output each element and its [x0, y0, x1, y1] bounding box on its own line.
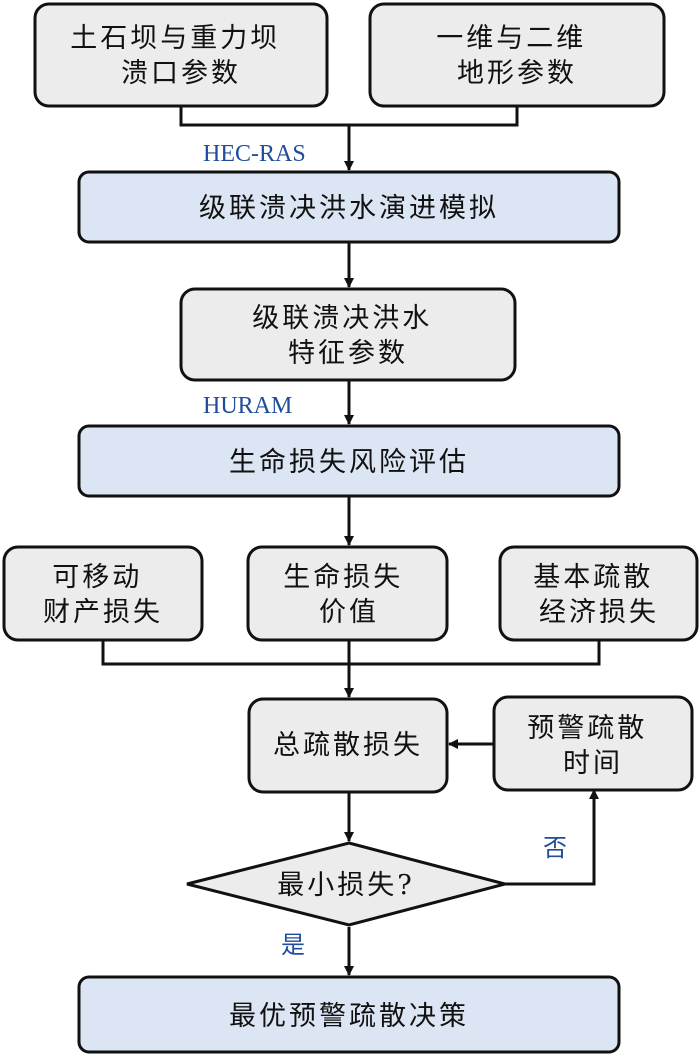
life-loss-value-line-1: 生命损失 [283, 562, 403, 593]
svg-text:总疏散损失: 总疏散损失 [273, 730, 423, 761]
arrow-no-to-warning-time [505, 789, 599, 886]
node-optimal-decision: 最优预警疏散决策 [77, 975, 621, 1054]
life-loss-risk-label: 生命损失风险评估 [229, 447, 469, 478]
warning-time-line-2: 时间 [563, 748, 623, 779]
node-basic-evacuation-cost: 基本疏散 经济损失 [498, 545, 699, 642]
edge-label-no: 否 [543, 836, 567, 862]
node-total-evacuation-loss: 总疏散损失 [247, 697, 449, 794]
svg-text:级联溃决洪水演进模拟: 级联溃决洪水演进模拟 [199, 193, 499, 224]
svg-text:土石坝与重力坝 溃口参数: 土石坝与重力坝 溃口参数 [70, 23, 292, 89]
terrain-params-line-2: 地形参数 [457, 58, 577, 89]
svg-text:生命损失 价值: 生命损失 价值 [283, 562, 415, 628]
svg-text:生命损失风险评估: 生命损失风险评估 [229, 447, 469, 478]
warning-time-line-1: 预警疏散 [527, 713, 647, 744]
node-min-loss-decision: 最小损失? [186, 841, 511, 927]
node-dam-breach-params: 土石坝与重力坝 溃口参数 [33, 2, 329, 108]
svg-text:基本疏散 经济损失: 基本疏散 经济损失 [533, 562, 665, 628]
svg-text:最小损失?: 最小损失? [277, 870, 414, 901]
total-evacuation-loss-label: 总疏散损失 [273, 730, 423, 761]
terrain-params-line-1: 一维与二维 [436, 23, 586, 54]
min-loss-decision-label: 最小损失? [277, 870, 414, 901]
movable-property-loss-line-2: 财产损失 [43, 597, 163, 628]
basic-evacuation-cost-line-1: 基本疏散 [533, 562, 653, 593]
flood-characteristics-line-1: 级联溃决洪水 [252, 303, 432, 334]
movable-property-loss-line-1: 可移动 [52, 562, 142, 593]
optimal-decision-label: 最优预警疏散决策 [229, 1001, 469, 1032]
edge-label-hec-ras: HEC-RAS [203, 141, 306, 167]
svg-text:一维与二维 地形参数: 一维与二维 地形参数 [436, 23, 598, 89]
connector-movable-to-merge [101, 640, 349, 666]
node-terrain-params: 一维与二维 地形参数 [368, 2, 666, 108]
svg-text:预警疏散 时间: 预警疏散 时间 [527, 713, 659, 779]
connector-dam-to-merge [179, 106, 349, 127]
svg-text:最优预警疏散决策: 最优预警疏散决策 [229, 1001, 469, 1032]
dam-breach-params-line-2: 溃口参数 [121, 58, 241, 89]
edge-label-huram: HURAM [203, 393, 292, 419]
node-flood-characteristics: 级联溃决洪水 特征参数 [179, 287, 517, 382]
node-life-loss-risk: 生命损失风险评估 [77, 424, 621, 498]
node-life-loss-value: 生命损失 价值 [246, 545, 449, 642]
svg-text:可移动 财产损失: 可移动 财产损失 [43, 562, 163, 628]
node-flood-routing: 级联溃决洪水演进模拟 [77, 170, 621, 244]
flood-routing-label: 级联溃决洪水演进模拟 [199, 193, 499, 224]
life-loss-value-line-2: 价值 [319, 597, 379, 628]
connector-terrain-to-merge [349, 106, 519, 127]
node-movable-property-loss: 可移动 财产损失 [2, 545, 204, 642]
edge-label-yes: 是 [281, 933, 305, 959]
connectors [101, 106, 601, 976]
connector-basic-to-merge [349, 640, 601, 666]
node-warning-time: 预警疏散 时间 [492, 695, 694, 792]
flood-characteristics-line-2: 特征参数 [288, 338, 408, 369]
svg-text:级联溃决洪水 特征参数: 级联溃决洪水 特征参数 [252, 303, 444, 369]
basic-evacuation-cost-line-2: 经济损失 [539, 597, 659, 628]
dam-breach-params-line-1: 土石坝与重力坝 [70, 23, 280, 54]
